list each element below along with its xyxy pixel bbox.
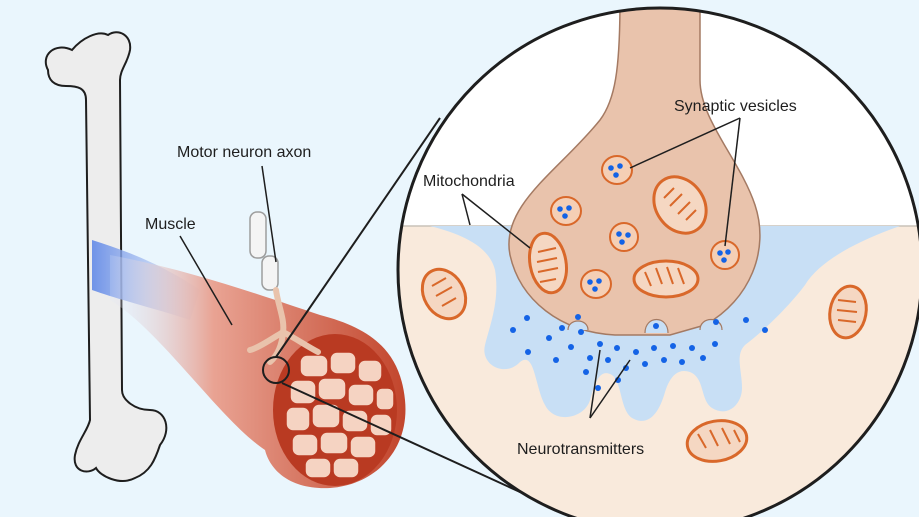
mitochondria-cristae xyxy=(431,187,858,449)
zoom-line-bottom xyxy=(281,382,521,493)
mitochondria xyxy=(420,175,868,463)
label-mitochondria: Mitochondria xyxy=(423,173,515,190)
label-muscle: Muscle xyxy=(145,216,196,233)
motor-neuron-axon xyxy=(247,211,321,365)
muscle-fibers xyxy=(285,351,395,479)
zoom-circle-border xyxy=(396,6,919,517)
released-neurotransmitters xyxy=(510,314,768,391)
synaptic-vesicles xyxy=(550,155,740,299)
label-synaptic-vesicles: Synaptic vesicles xyxy=(674,98,797,115)
vesicle-neurotransmitters xyxy=(557,163,731,292)
leader-lines xyxy=(179,117,741,419)
presynaptic-terminal xyxy=(508,8,761,336)
label-neurotransmitters: Neurotransmitters xyxy=(517,441,644,458)
label-motor-neuron-axon: Motor neuron axon xyxy=(177,144,311,161)
zoom-line-top xyxy=(275,117,441,358)
